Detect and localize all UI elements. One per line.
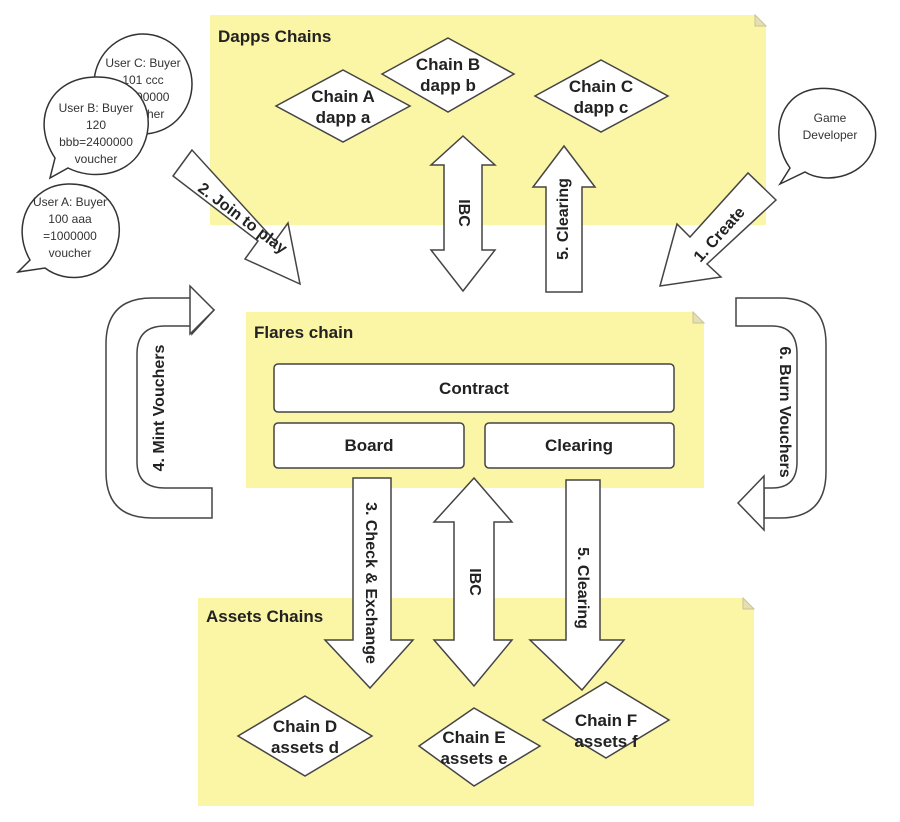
flares-chain-title: Flares chain (254, 323, 353, 342)
dapps-chains-title: Dapps Chains (218, 27, 331, 46)
user-a-line-3: =1000000 (43, 229, 97, 243)
user-b-line-1: User B: Buyer (59, 101, 134, 115)
ibc-top-label: IBC (455, 199, 472, 227)
game-developer-bubble: Game Developer (777, 87, 877, 186)
chain-e-type: assets e (440, 749, 507, 768)
ibc-top-arrow: IBC (429, 134, 497, 293)
user-a-bubble: User A: Buyer 100 aaa =1000000 voucher (15, 183, 121, 279)
chain-e-diamond: Chain E assets e (417, 707, 542, 787)
user-a-line-1: User A: Buyer (33, 195, 107, 209)
chain-c-diamond: Chain C dapp c (533, 59, 670, 133)
check-exchange-arrow: 3. Check & Exchange (323, 477, 415, 690)
chain-b-type: dapp b (420, 76, 476, 95)
user-b-line-4: voucher (75, 152, 118, 166)
contract-label: Contract (439, 379, 509, 398)
board-label: Board (344, 436, 393, 455)
clearing-bottom-arrow: 5. Clearing (528, 479, 626, 692)
chain-f-diamond: Chain F assets f (541, 681, 671, 759)
user-b-line-2: 120 (86, 118, 106, 132)
ibc-bottom-arrow: IBC (432, 476, 514, 688)
user-b-line-3: bbb=2400000 (59, 135, 133, 149)
dapps-chains-zone: Dapps Chains (210, 13, 768, 225)
check-exchange-label: 3. Check & Exchange (362, 502, 379, 664)
chain-b-diamond: Chain B dapp b (380, 37, 516, 113)
burn-vouchers-label: 6. Burn Vouchers (776, 346, 793, 477)
chain-d-name: Chain D (273, 717, 337, 736)
chain-c-type: dapp c (574, 98, 629, 117)
chain-d-type: assets d (271, 738, 339, 757)
chain-a-name: Chain A (311, 87, 375, 106)
ibc-bottom-label: IBC (466, 568, 483, 596)
user-c-line-1: User C: Buyer (105, 56, 180, 70)
chain-a-type: dapp a (316, 108, 371, 127)
clearing-bottom-label: 5. Clearing (574, 547, 591, 629)
game-developer-line-2: Developer (803, 128, 858, 142)
user-a-line-2: 100 aaa (48, 212, 92, 226)
chain-c-name: Chain C (569, 77, 633, 96)
board-box: Board (273, 422, 465, 469)
clearing-box: Clearing (484, 422, 675, 469)
user-b-bubble: User B: Buyer 120 bbb=2400000 voucher (43, 76, 149, 180)
game-developer-line-1: Game (814, 111, 847, 125)
mint-vouchers-label: 4. Mint Vouchers (151, 344, 168, 471)
chain-b-name: Chain B (416, 55, 480, 74)
chain-f-type: assets f (574, 732, 638, 751)
chain-a-diamond: Chain A dapp a (274, 69, 412, 143)
chain-e-name: Chain E (442, 728, 505, 747)
clearing-label: Clearing (545, 436, 613, 455)
user-a-line-4: voucher (49, 246, 92, 260)
chain-d-diamond: Chain D assets d (236, 695, 374, 777)
mint-vouchers-arrow: 4. Mint Vouchers (105, 284, 216, 519)
contract-box: Contract (273, 363, 675, 413)
assets-chains-title: Assets Chains (206, 607, 323, 626)
user-c-line-2: 101 ccc (122, 73, 163, 87)
clearing-top-label: 5. Clearing (555, 178, 572, 260)
clearing-top-arrow: 5. Clearing (531, 144, 597, 293)
burn-vouchers-arrow: 6. Burn Vouchers (735, 297, 827, 532)
chain-f-name: Chain F (575, 711, 637, 730)
